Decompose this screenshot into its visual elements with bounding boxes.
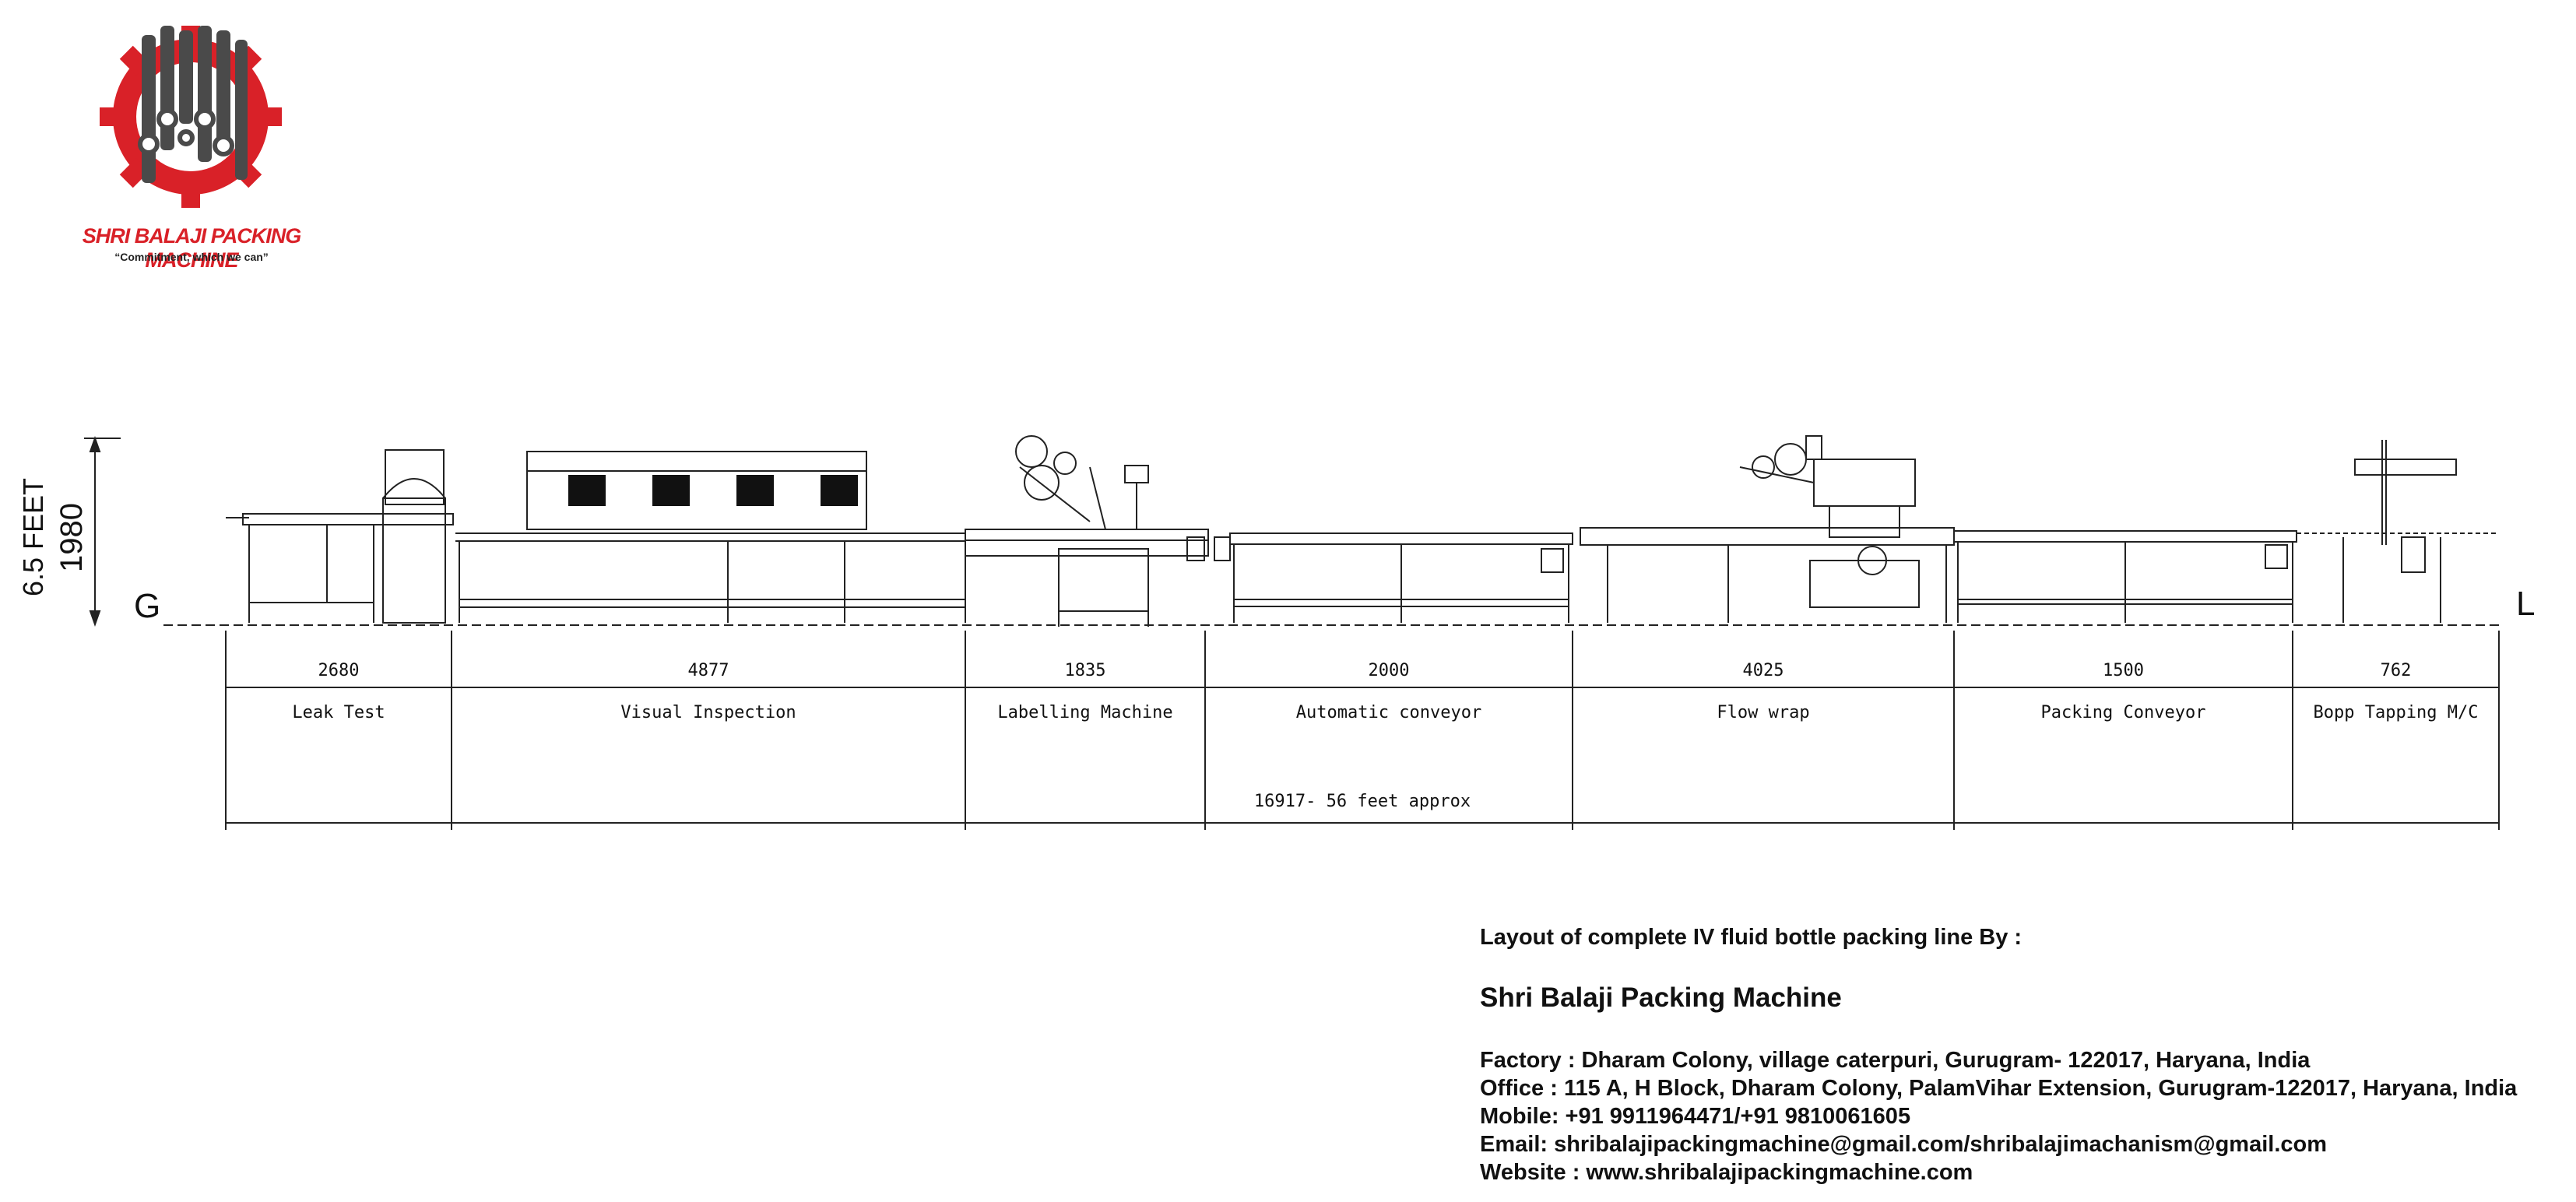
end-marker: L	[2516, 585, 2535, 623]
layout-intro: Layout of complete IV fluid bottle packi…	[1480, 925, 2022, 950]
packing-conveyor	[1953, 530, 2297, 623]
total-length-label: 16917- 56 feet approx	[1254, 792, 1471, 811]
leak-test-machine	[226, 449, 454, 624]
section-length-label: 1835	[1065, 661, 1106, 680]
packing-line-drawing: 6.5 FEET 1980 G L 16917- 56 feet approx …	[17, 435, 2535, 830]
start-marker: G	[134, 587, 160, 625]
section-name-label: Packing Conveyor	[2041, 703, 2206, 722]
visual-inspection-machine	[455, 451, 966, 623]
section-name-label: Automatic conveyor	[1296, 703, 1481, 722]
section-name-label: Bopp Tapping M/C	[2314, 703, 2479, 722]
brand-name: SHRI BALAJI PACKING MACHINE	[82, 224, 302, 272]
flow-wrap-machine	[1580, 435, 1955, 623]
section-length-label: 4025	[1743, 661, 1784, 680]
office-address: Office : 115 A, H Block, Dharam Colony, …	[1480, 1076, 2518, 1101]
section-length-label: 4877	[688, 661, 729, 680]
brand-tagline: “Commitment, which we can”	[114, 251, 269, 263]
section-name-label: Labelling Machine	[997, 703, 1172, 722]
section-name-label: Leak Test	[292, 703, 385, 722]
section-length-label: 2000	[1369, 661, 1410, 680]
mobile-number: Mobile: +91 9911964471/+91 9810061605	[1480, 1104, 1911, 1129]
gear-logo-icon	[100, 26, 282, 208]
factory-address: Factory : Dharam Colony, village caterpu…	[1480, 1048, 2311, 1073]
automatic-conveyor	[1214, 532, 1573, 623]
company-name: Shri Balaji Packing Machine	[1480, 982, 1842, 1013]
height-mm-label: 1980	[54, 503, 89, 572]
labelling-machine	[965, 435, 1209, 627]
section-name-label: Visual Inspection	[620, 703, 796, 722]
section-name-label: Flow wrap	[1717, 703, 1809, 722]
section-length-label: 762	[2381, 661, 2412, 680]
height-feet-label: 6.5 FEET	[17, 478, 49, 596]
website-link[interactable]: Website : www.shribalajipackingmachine.c…	[1480, 1160, 1973, 1185]
section-length-label: 1500	[2103, 661, 2144, 680]
email-address[interactable]: Email: shribalajipackingmachine@gmail.co…	[1480, 1132, 2328, 1157]
section-length-label: 2680	[318, 661, 360, 680]
bopp-tapping-machine	[2297, 440, 2499, 623]
